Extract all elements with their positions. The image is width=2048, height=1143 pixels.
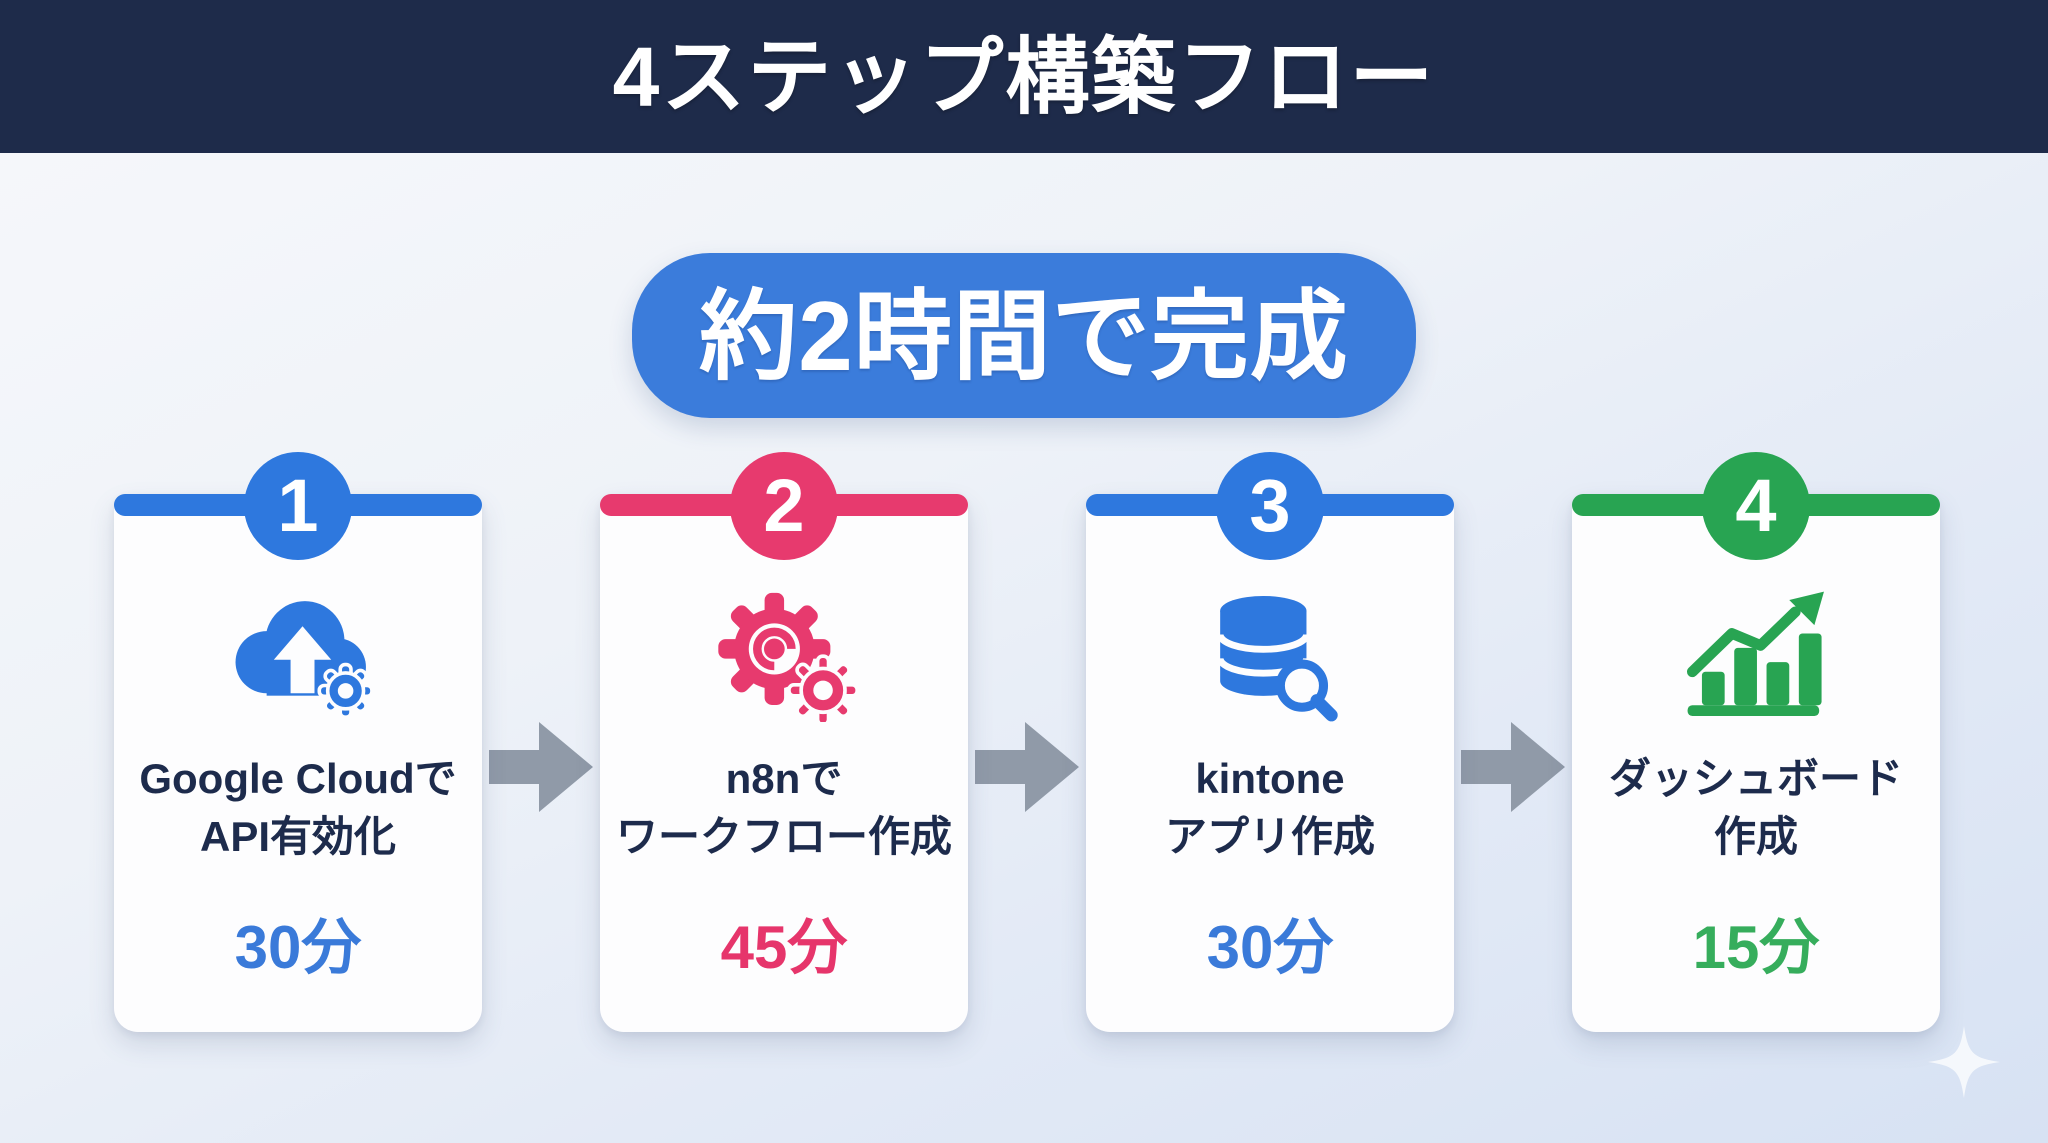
step-title-line2: ワークフロー作成: [615, 813, 952, 860]
step-number-badge: 4: [1702, 452, 1810, 560]
step-card-1: 1: [114, 452, 482, 1032]
step-number: 3: [1249, 464, 1291, 547]
step-duration: 30分: [234, 914, 362, 981]
duration-badge: 約2時間で完成: [632, 253, 1416, 418]
flow-arrow-icon: [482, 722, 600, 812]
step-title-line2: アプリ作成: [1164, 813, 1375, 860]
duration-badge-label: 約2時間で完成: [699, 280, 1349, 391]
sparkle-icon: [1928, 1026, 2000, 1098]
step-title: kintone アプリ作成: [1086, 750, 1454, 866]
step-card-4: 4 ダッシュボード 作成 15分: [1572, 452, 1940, 1032]
step-number: 4: [1735, 464, 1777, 547]
flow-arrow-icon: [1454, 722, 1572, 812]
step-title-line1: Google Cloudで: [139, 755, 457, 802]
gears-icon: [600, 588, 968, 722]
step-number-badge: 2: [730, 452, 838, 560]
step-duration: 30分: [1206, 914, 1334, 981]
step-title-line2: 作成: [1713, 813, 1798, 860]
page-title: 4ステップ構築フロー: [612, 29, 1436, 124]
chart-growth-icon: [1572, 588, 1940, 722]
step-number: 1: [277, 464, 319, 547]
step-duration: 15分: [1692, 914, 1820, 981]
step-card-2: 2: [600, 452, 968, 1032]
step-card-3: 3 kintone アプリ作成 30分: [1086, 452, 1454, 1032]
step-title: ダッシュボード 作成: [1572, 750, 1940, 866]
step-title: n8nで ワークフロー作成: [600, 750, 968, 866]
step-title-line2: API有効化: [199, 813, 396, 860]
step-title-line1: kintone: [1195, 755, 1345, 802]
header-bar: 4ステップ構築フロー: [0, 0, 2048, 153]
flow-arrow-icon: [968, 722, 1086, 812]
cloud-upload-gear-icon: [114, 588, 482, 722]
step-number: 2: [763, 464, 805, 547]
step-number-badge: 3: [1216, 452, 1324, 560]
step-number-badge: 1: [244, 452, 352, 560]
database-search-icon: [1086, 588, 1454, 722]
flow-row: 1: [114, 452, 1940, 1032]
step-title: Google Cloudで API有効化: [114, 750, 482, 866]
step-duration: 45分: [720, 914, 848, 981]
step-title-line1: n8nで: [725, 755, 843, 802]
step-title-line1: ダッシュボード: [1608, 755, 1903, 802]
